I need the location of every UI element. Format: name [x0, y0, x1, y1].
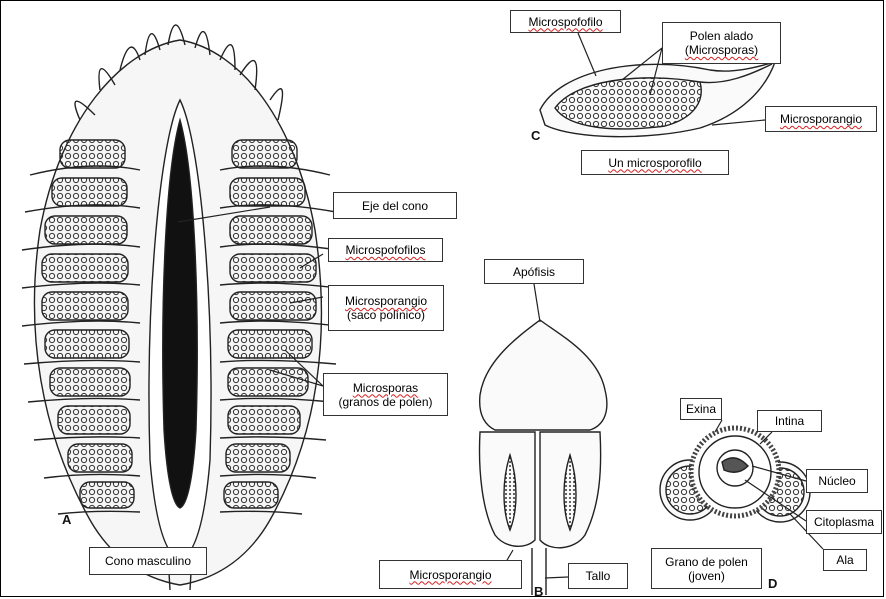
label-microspofofilo: Microspofofilo: [510, 10, 621, 33]
label-microsporangio-saco-polinico: Microsporangio (saco polínico): [328, 285, 444, 331]
panel-letter-c: C: [531, 128, 540, 143]
label-microspofofilos: Microspofofilos: [328, 238, 443, 262]
label-microsporas: Microsporas (granos de polen): [323, 373, 448, 416]
label-apofisis: Apófisis: [484, 259, 584, 284]
panel-letter-a: A: [62, 512, 71, 527]
label-citoplasma: Citoplasma: [806, 510, 882, 534]
label-ala: Ala: [823, 549, 867, 571]
label-nucleo: Núcleo: [806, 469, 868, 493]
label-eje-del-cono: Eje del cono: [333, 192, 457, 219]
label-microsporangio-b: Microsporangio: [379, 560, 522, 589]
male-cone-drawing: [22, 25, 338, 590]
microsporophyll-drawing: [540, 62, 775, 137]
label-exina: Exina: [680, 398, 722, 420]
label-tallo: Tallo: [568, 563, 628, 589]
label-grano-de-polen: Grano de polen (joven): [651, 548, 762, 589]
label-microsporangio-c: Microsporangio: [765, 106, 877, 132]
label-cono-masculino: Cono masculino: [89, 547, 207, 575]
microsporophyll-front-drawing: [480, 320, 607, 595]
panel-letter-b: B: [534, 584, 543, 599]
panel-letter-d: D: [768, 576, 777, 591]
label-intina: Intina: [757, 410, 822, 432]
label-polen-alado: Polen alado (Microsporas): [662, 22, 781, 64]
label-un-microsporofilo: Un microsporofilo: [581, 150, 729, 175]
